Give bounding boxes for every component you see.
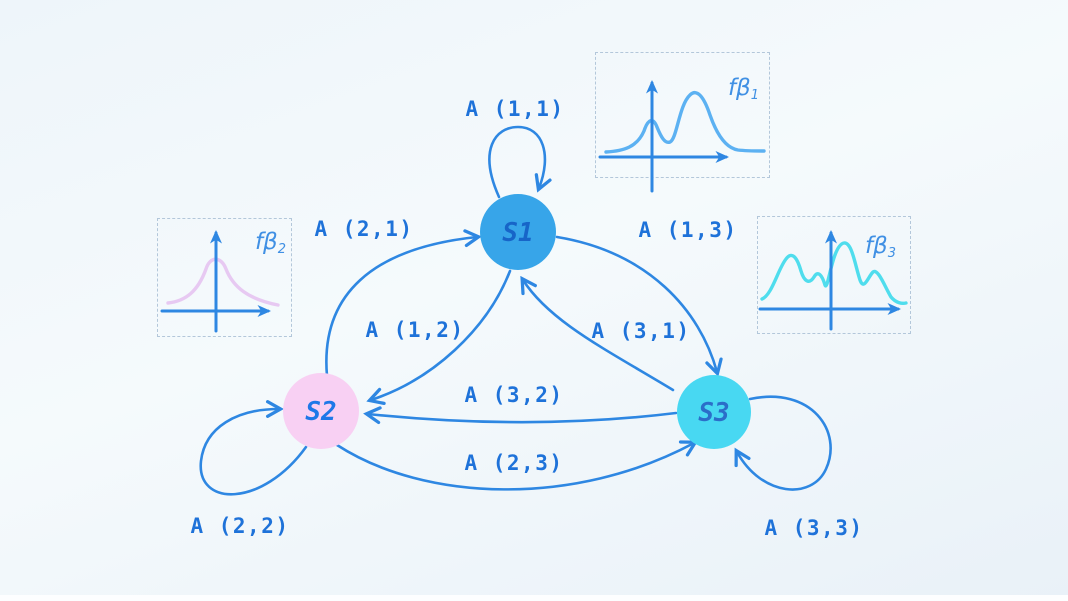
transition-edges — [199, 125, 832, 496]
emission-plot-1: fβ1 — [598, 75, 766, 193]
distribution-label-2: fβ2 — [255, 229, 286, 257]
edge-label-a11: A (1,1) — [465, 97, 564, 121]
emission-distribution-box-3: fβ3 — [757, 216, 911, 334]
density-curve-1 — [604, 90, 766, 154]
edge-label-a22: A (2,2) — [190, 514, 289, 538]
edge-a33-self-loop — [737, 395, 832, 491]
edge-label-a21: A (2,1) — [314, 217, 413, 241]
state-node-s3 — [677, 375, 751, 449]
edge-label-a32: A (3,2) — [464, 383, 563, 407]
emission-distribution-box-2: fβ2 — [157, 218, 292, 337]
state-label-s1: S1 — [502, 218, 533, 248]
emission-plot-2: fβ2 — [160, 229, 286, 333]
state-node-s1 — [480, 194, 556, 270]
emission-distribution-box-1: fβ1 — [595, 52, 770, 193]
edge-label-a31: A (3,1) — [591, 319, 690, 343]
edge-a22-self-loop — [199, 409, 308, 496]
edge-a13 — [555, 235, 717, 372]
edge-a11-self-loop — [488, 125, 544, 199]
state-nodes: S1 S2 S3 — [283, 194, 751, 449]
state-label-s3: S3 — [698, 398, 729, 428]
edge-label-a33: A (3,3) — [764, 516, 863, 540]
edge-a32 — [368, 413, 678, 422]
emission-plot-3: fβ3 — [758, 230, 908, 331]
edge-a21 — [325, 237, 477, 378]
density-curve-2 — [166, 257, 280, 307]
edge-a23 — [335, 443, 694, 491]
edge-label-a23: A (2,3) — [464, 451, 563, 475]
distribution-label-1: fβ1 — [728, 75, 759, 103]
state-node-s2 — [283, 373, 359, 449]
transition-labels: A (1,1) A (2,1) A (1,3) A (1,2) A (3,1) … — [190, 97, 863, 540]
edge-a12 — [371, 269, 512, 400]
distribution-label-3: fβ3 — [865, 233, 896, 261]
bottom-strip — [0, 595, 1068, 601]
edge-label-a13: A (1,3) — [638, 218, 737, 242]
edge-a31 — [523, 280, 675, 392]
edge-label-a12: A (1,2) — [365, 318, 464, 342]
state-label-s2: S2 — [305, 397, 336, 427]
